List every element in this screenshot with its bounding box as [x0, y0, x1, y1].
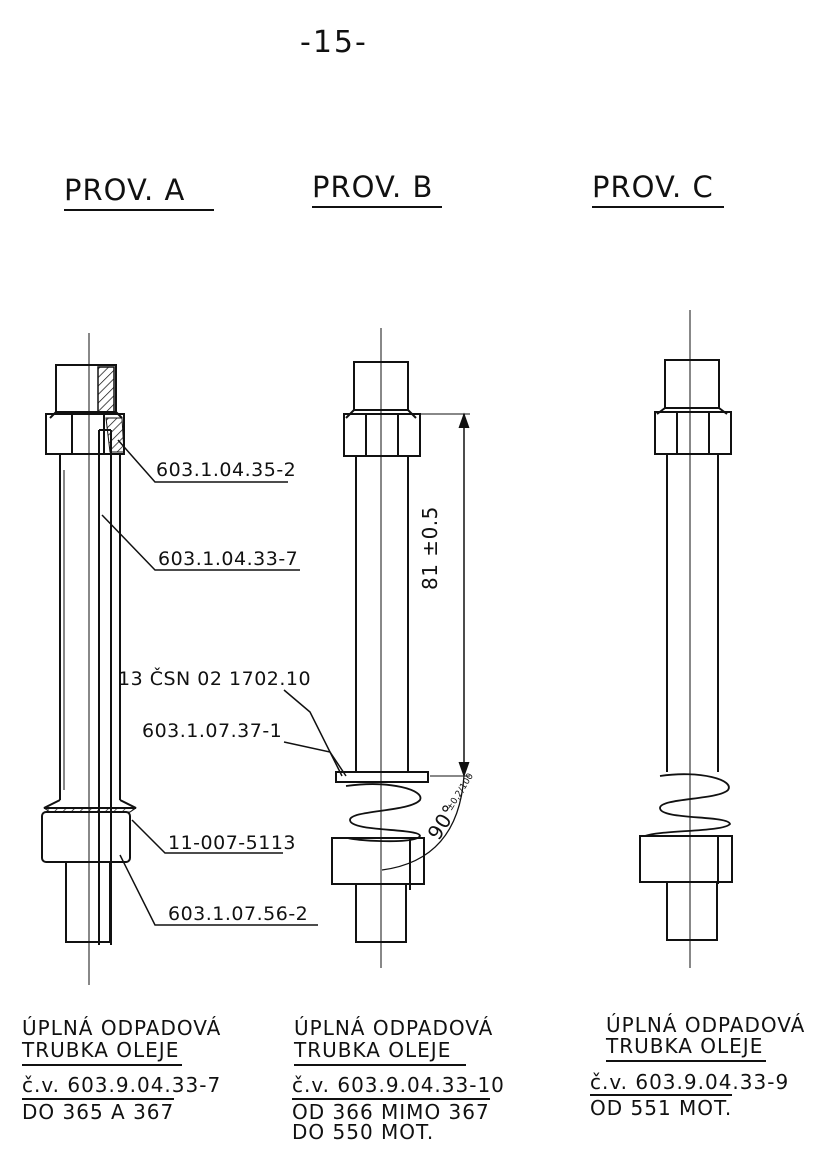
caption-c-line1: ÚPLNÁ ODPADOVÁ [606, 1013, 806, 1037]
part-label-nut: 603.1.04.35-2 [156, 459, 297, 481]
variant-a-drawing [41, 333, 318, 985]
caption-b-line4: OD 366 MIMO 367 [292, 1098, 490, 1124]
variant-c-drawing [639, 310, 733, 968]
part-label-ring: 13 ČSN 02 1702.10 [118, 668, 312, 690]
variant-a-header: PROV. A [64, 176, 214, 211]
caption-b-line2: TRUBKA OLEJE [294, 1040, 466, 1066]
part-label-tube: 603.1.04.33-7 [158, 548, 299, 570]
dimension-length: 81 ±0.5 [418, 506, 442, 590]
page-number: -15- [300, 25, 368, 60]
caption-a-line1: ÚPLNÁ ODPADOVÁ [22, 1016, 222, 1040]
variant-b-header: PROV. B [312, 173, 442, 208]
part-label-sleeve: 603.1.07.56-2 [168, 903, 309, 925]
caption-b-line3: č.v. 603.9.04.33-10 [292, 1073, 505, 1097]
caption-c-line2: TRUBKA OLEJE [606, 1036, 766, 1062]
part-label-washer: 603.1.07.37-1 [142, 720, 283, 742]
caption-c-line3: č.v. 603.9.04.33-9 [590, 1070, 790, 1094]
variant-b-drawing [283, 328, 470, 968]
caption-b-line1: ÚPLNÁ ODPADOVÁ [294, 1016, 494, 1040]
caption-a-line4: DO 365 A 367 [22, 1098, 175, 1124]
caption-c-line4: OD 551 MOT. [590, 1094, 733, 1120]
caption-b-line5: DO 550 MOT. [292, 1120, 435, 1144]
part-label-seal: 11-007-5113 [168, 832, 297, 854]
caption-a-line3: č.v. 603.9.04.33-7 [22, 1073, 222, 1097]
caption-a-line2: TRUBKA OLEJE [22, 1040, 182, 1066]
variant-c-header: PROV. C [592, 173, 724, 208]
